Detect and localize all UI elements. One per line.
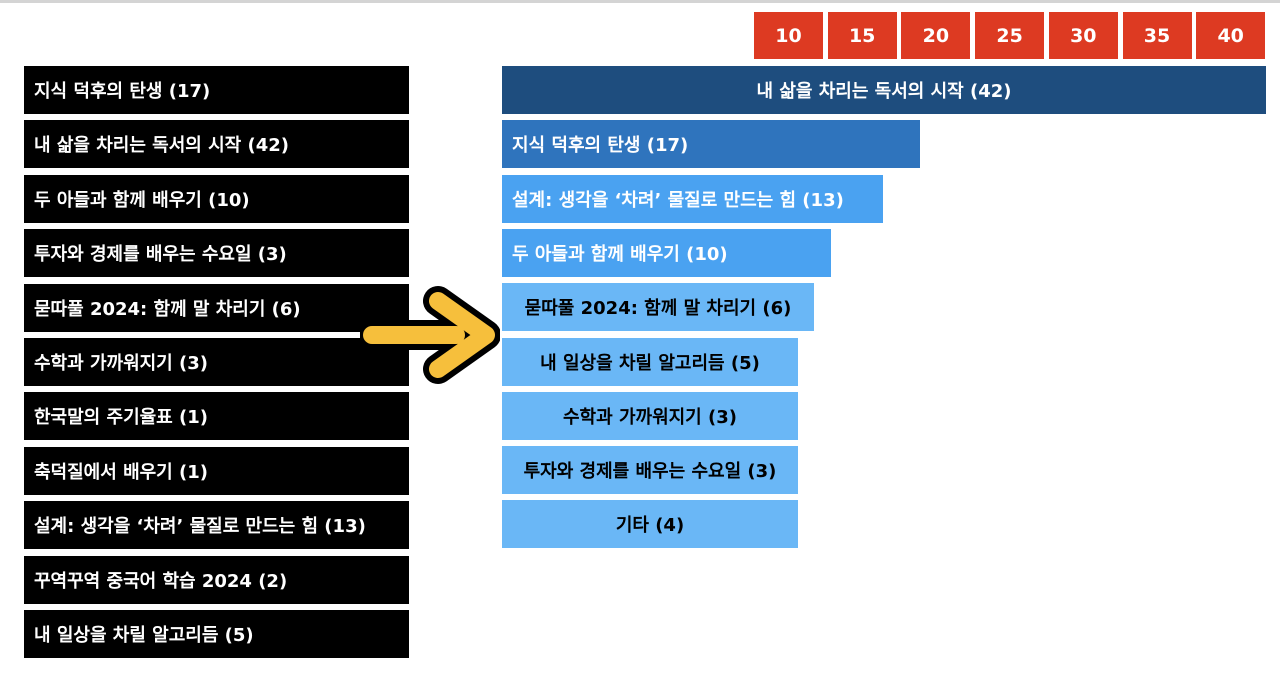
bar-label: 지식 덕후의 탄생 (17): [512, 135, 689, 157]
bar-2: 지식 덕후의 탄생 (17): [502, 120, 920, 169]
list-item: 지식 덕후의 탄생 (17): [24, 66, 409, 114]
bar-label: 묻따풀 2024: 함께 말 차리기 (6): [524, 298, 792, 320]
scale-cell-30: 30: [1048, 12, 1118, 59]
scale-cell-40: 40: [1196, 12, 1266, 59]
list-item: 두 아들과 함께 배우기 (10): [24, 174, 409, 223]
bar-7: 수학과 가까워지기 (3): [502, 391, 798, 440]
list-item: 한국말의 주기율표 (1): [24, 392, 409, 441]
list-item: 수학과 가까워지기 (3): [24, 338, 409, 386]
bar-label: 투자와 경제를 배우는 수요일 (3): [523, 461, 777, 483]
list-item: 내 일상을 차릴 알고리듬 (5): [24, 610, 409, 658]
scale-cell-15: 15: [827, 12, 897, 59]
list-item: 꾸역꾸역 중국어 학습 2024 (2): [24, 555, 409, 604]
scale-cell-25: 25: [975, 12, 1045, 59]
bar-label: 두 아들과 함께 배우기 (10): [512, 243, 728, 265]
bar-9: 기타 (4): [502, 500, 798, 549]
bar-6: 내 일상을 차릴 알고리듬 (5): [502, 337, 798, 386]
bar-4: 두 아들과 함께 배우기 (10): [502, 228, 831, 277]
bar-label: 내 삶을 차리는 독서의 시작 (42): [756, 81, 1012, 102]
top-divider: [0, 0, 1280, 3]
bar-1: 내 삶을 차리는 독서의 시작 (42): [502, 66, 1266, 114]
scale-cell-20: 20: [901, 12, 971, 59]
bar-5: 묻따풀 2024: 함께 말 차리기 (6): [502, 283, 814, 332]
bar-label: 내 일상을 차릴 알고리듬 (5): [540, 352, 760, 374]
bar-label: 설계: 생각을 ‘차려’ 물질로 만드는 힘 (13): [512, 189, 844, 211]
bar-label: 기타 (4): [615, 515, 685, 537]
bar-3: 설계: 생각을 ‘차려’ 물질로 만드는 힘 (13): [502, 174, 883, 223]
list-item: 축덕질에서 배우기 (1): [24, 446, 409, 495]
list-item: 설계: 생각을 ‘차려’ 물질로 만드는 힘 (13): [24, 501, 409, 550]
list-item: 투자와 경제를 배우는 수요일 (3): [24, 229, 409, 278]
scale-cell-10: 10: [754, 12, 823, 59]
list-item: 묻따풀 2024: 함께 말 차리기 (6): [24, 283, 409, 332]
right-arrow-icon: [360, 286, 500, 384]
list-item: 내 삶을 차리는 독서의 시작 (42): [24, 120, 409, 169]
bar-8: 투자와 경제를 배우는 수요일 (3): [502, 446, 798, 495]
bar-label: 수학과 가까워지기 (3): [563, 406, 737, 428]
arrow-fill: [363, 292, 495, 378]
scale-cell-35: 35: [1122, 12, 1192, 59]
